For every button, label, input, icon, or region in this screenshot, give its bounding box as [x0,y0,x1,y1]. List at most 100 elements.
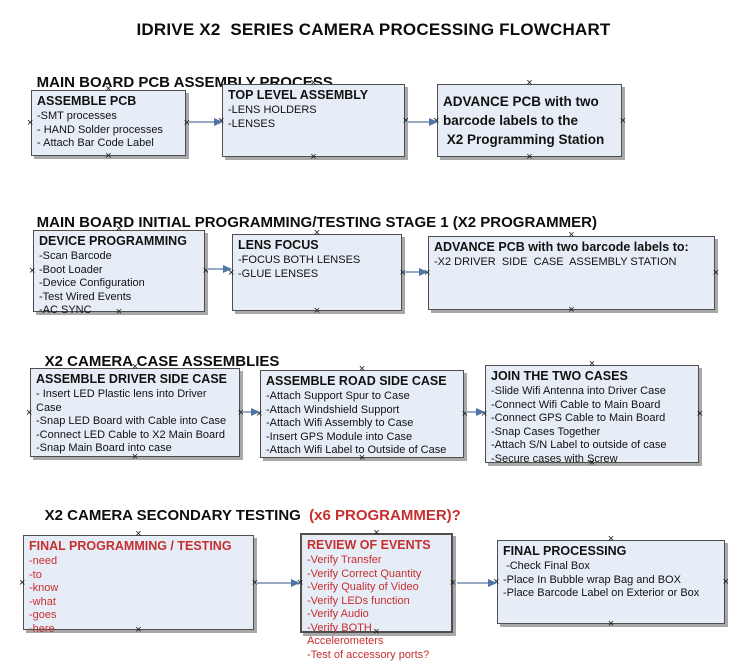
box-item: -know [29,582,59,594]
flow-arrow [407,118,438,126]
connection-handle-icon [620,117,626,125]
box-item: -Scan Barcode [39,250,112,262]
connection-handle-icon [29,267,35,275]
box-item: -Test Wired Events [39,290,132,303]
flow-box-assemble-pcb: ASSEMBLE PCB -SMT processes- HAND Solder… [31,90,186,156]
box-title: ASSEMBLE ROAD SIDE CASE [266,374,447,388]
box-item: -Check Final Box [503,560,590,572]
connection-handle-icon [526,79,532,87]
box-item: -Verify Quality of Video [307,581,419,593]
box-item: -Verify LEDs function [307,594,410,607]
connection-handle-icon [359,365,365,373]
box-item: -Snap Main Board into case [36,442,172,454]
box-item: -Device Configuration [39,277,145,289]
box-title: ADVANCE PCB with two barcode labels to: [434,240,689,254]
section-header-initial-programming: MAIN BOARD INITIAL PROGRAMMING/TESTING S… [20,197,597,248]
box-item: -AC SYNC [39,304,92,316]
box-item: -Secure cases with Screw [491,452,618,465]
box-item-list: -Attach Support Spur to Case-Attach Wind… [266,390,458,458]
box-title: ASSEMBLE DRIVER SIDE CASE [36,372,228,386]
box-title: REVIEW OF EVENTS [307,538,431,552]
connection-handle-icon [723,578,729,586]
box-item: -Test of accessory ports? [307,648,430,661]
flow-arrow [404,268,428,276]
connection-handle-icon [19,579,25,587]
flow-box-final-processing: FINAL PROCESSING -Check Final Box-Place … [497,540,725,624]
box-item: -Slide Wifi Antenna into Driver Case [491,385,666,397]
box-item: -Attach Wifi Label to Outside of Case [266,444,447,456]
box-item: -what [29,595,56,608]
box-title: JOIN THE TWO CASES [491,369,628,383]
box-item: -FOCUS BOTH LENSES [238,254,361,266]
box-item: - HAND Solder processes [37,123,163,136]
box-title: TOP LEVEL ASSEMBLY [228,88,369,102]
connection-handle-icon [314,307,320,315]
box-item: -Verify Correct Quantity [307,567,422,580]
box-item: -Snap LED Board with Cable into Case [36,415,227,427]
box-item: -Attach S/N Label to outside of case [491,439,667,451]
box-item-list: -Check Final Box-Place In Bubble wrap Ba… [503,560,719,601]
box-item-list: -Verify Transfer-Verify Correct Quantity… [307,554,446,662]
box-item: -Verify Transfer [307,554,382,566]
box-title: LENS FOCUS [238,238,319,252]
flow-box-advance-to-programming-station: ADVANCE PCB with two barcode labels to t… [437,84,622,157]
connection-handle-icon [105,152,111,160]
flow-arrow [242,408,260,416]
box-item: -SMT processes [37,110,117,122]
flow-box-lens-focus: LENS FOCUS -FOCUS BOTH LENSES-GLUE LENSE… [232,234,402,311]
flow-arrow [466,408,485,416]
connection-handle-icon [608,535,614,543]
box-item: -Attach Support Spur to Case [266,390,410,402]
connection-handle-icon [310,153,316,161]
box-item-list: - Insert LED Plastic lens into Driver Ca… [36,388,234,456]
box-item: -to [29,568,42,581]
box-item: -Connect LED Cable to X2 Main Board [36,428,225,441]
flow-box-assemble-driver-side-case: ASSEMBLE DRIVER SIDE CASE - Insert LED P… [30,368,240,457]
section-header-text: X2 CAMERA CASE ASSEMBLIES [44,353,280,370]
box-item: -need [29,555,58,567]
box-title: FINAL PROGRAMMING / TESTING [29,539,232,553]
connection-handle-icon [608,620,614,628]
box-item-list: -FOCUS BOTH LENSES-GLUE LENSES [238,254,396,281]
box-item-list: -X2 DRIVER SIDE CASE ASSEMBLY STATION [434,256,709,270]
connection-handle-icon [26,409,32,417]
box-item: -Place Barcode Label on Exterior or Box [503,587,700,599]
box-item: -LENSES [228,117,276,130]
box-item: -LENS HOLDERS [228,104,317,116]
flow-arrow [207,265,232,273]
connection-handle-icon [713,269,719,277]
box-item: -Attach Wifi Assembly to Case [266,417,414,429]
connection-handle-icon [697,410,703,418]
box-item-list: -SMT processes- HAND Solder processes- A… [37,110,180,151]
section-header-case-assemblies: X2 CAMERA CASE ASSEMBLIES [28,336,280,387]
box-item: - Insert LED Plastic lens into Driver Ca… [36,388,210,414]
box-item: -Snap Cases Together [491,425,601,438]
section-header-text: X2 CAMERA SECONDARY TESTING [44,507,310,524]
box-item: -Verify Audio [307,608,369,620]
box-item: -Attach Windshield Support [266,403,400,416]
page-title: IDRIVE X2 SERIES CAMERA PROCESSING FLOWC… [136,20,611,39]
box-item: -Boot Loader [39,263,103,276]
box-title: ASSEMBLE PCB [37,94,137,108]
box-item-list: -need-to-know-what-goes-here [29,555,248,636]
flow-box-advance-to-case-assembly-station: ADVANCE PCB with two barcode labels to: … [428,236,715,310]
box-item: -here [29,622,55,635]
flow-box-device-programming: DEVICE PROGRAMMING -Scan Barcode-Boot Lo… [33,230,205,316]
flow-arrow [256,579,300,587]
connection-handle-icon [450,579,456,587]
box-item: -Connect GPS Cable to Main Board [491,412,666,424]
connection-handle-icon [589,360,595,368]
box-item: -X2 DRIVER SIDE CASE ASSEMBLY STATION [434,256,677,268]
section-header-red-text: (x6 PROGRAMMER)? [309,507,461,524]
box-item-list: -LENS HOLDERS-LENSES [228,104,399,131]
box-title: ADVANCE PCB with two barcode labels to t… [443,94,605,147]
flow-arrow [188,118,223,126]
box-item: - Attach Bar Code Label [37,137,154,149]
box-item: -GLUE LENSES [238,267,319,280]
box-item: -Connect Wifi Cable to Main Board [491,398,661,411]
box-item-list: -Scan Barcode-Boot Loader-Device Configu… [39,250,199,318]
box-title: DEVICE PROGRAMMING [39,234,187,248]
flow-box-top-level-assembly: TOP LEVEL ASSEMBLY -LENS HOLDERS-LENSES [222,84,405,157]
box-item: -Insert GPS Module into Case [266,430,413,443]
